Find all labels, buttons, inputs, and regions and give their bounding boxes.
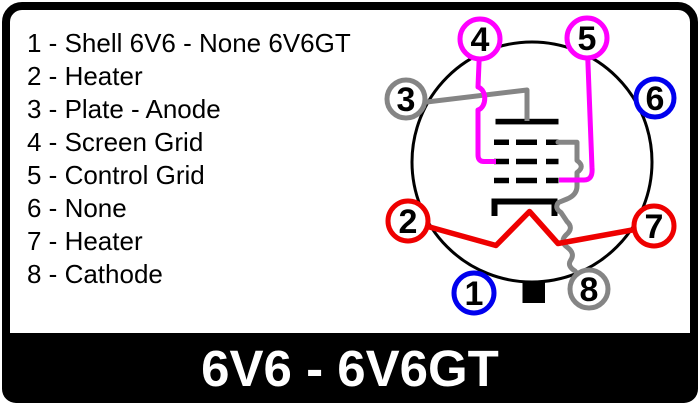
pin-8: 8	[567, 267, 611, 311]
legend-item: 2 - Heater	[27, 61, 143, 91]
legend-item: 7 - Heater	[27, 226, 143, 256]
pin-3: 3	[384, 77, 428, 121]
pin-6-circle	[633, 76, 677, 120]
wire-screen-grid	[475, 38, 496, 164]
pin-2-circle	[385, 198, 431, 244]
pin-2-number: 2	[399, 203, 418, 241]
cathode-bracket	[491, 198, 558, 216]
legend-item: 4 - Screen Grid	[27, 127, 204, 157]
pin-4-circle	[457, 16, 503, 62]
pin-legend: 1 - Shell 6V6 - None 6V6GT 2 - Heater 3 …	[27, 27, 351, 291]
pin-7: 7	[631, 203, 677, 249]
wire-heater	[407, 208, 655, 249]
wire-control-grid	[559, 37, 595, 183]
legend-item: 5 - Control Grid	[27, 160, 205, 190]
pin-8-number: 8	[580, 271, 599, 309]
tube-title: 6V6 - 6V6GT	[201, 339, 499, 397]
pin-5: 5	[564, 15, 610, 61]
pin-7-number: 7	[645, 208, 664, 246]
plate-bar	[495, 118, 559, 125]
legend-item: 6 - None	[27, 193, 127, 223]
pin-4-number: 4	[471, 21, 490, 59]
pin-7-circle	[631, 203, 677, 249]
pin-5-circle	[564, 15, 610, 61]
tube-envelope	[410, 40, 654, 284]
pin-1-circle	[451, 270, 497, 316]
pin-5-number: 5	[578, 20, 597, 58]
pin-6: 6	[633, 76, 677, 120]
pin-1-number: 1	[465, 275, 484, 313]
base-key	[522, 282, 545, 303]
pin-4: 4	[457, 16, 503, 62]
pin-3-circle	[384, 77, 428, 121]
legend-item: 1 - Shell 6V6 - None 6V6GT	[27, 28, 351, 58]
title-bar: 6V6 - 6V6GT	[2, 333, 698, 403]
wire-plate	[409, 87, 530, 121]
pin-3-number: 3	[397, 81, 416, 119]
pin-6-number: 6	[646, 80, 665, 118]
legend-item: 3 - Plate - Anode	[27, 94, 221, 124]
wire-cathode	[554, 139, 592, 292]
pin-8-circle	[567, 267, 611, 311]
pin-1: 1	[451, 270, 497, 316]
legend-item: 8 - Cathode	[27, 259, 163, 289]
pin-2: 2	[385, 198, 431, 244]
